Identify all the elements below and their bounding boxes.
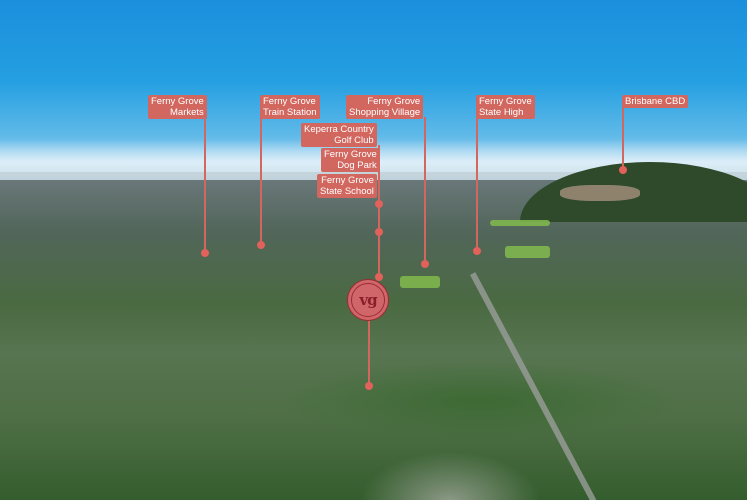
label-brisbane-cbd: Brisbane CBD [622,95,689,108]
pin-dot [257,241,265,249]
label-line: Ferny Grove [321,175,374,186]
sports-field [400,276,440,288]
label-line: Shopping Village [349,107,421,118]
label-line: Ferny Grove [151,96,204,107]
label-ferny-grove-train-station: Ferny Grove Train Station [260,95,320,119]
pin-dot [619,166,627,174]
pin-line [260,117,262,244]
quarry [560,185,640,201]
label-line: Brisbane CBD [625,96,686,107]
label-line: Ferny Grove [324,149,377,160]
pin-line [368,321,370,384]
vg-logo-icon: vg [351,283,385,317]
label-ferny-grove-state-school: Ferny Grove State School [317,174,377,198]
pin-dot [201,249,209,257]
label-line: State High [479,107,524,118]
label-ferny-grove-state-high: Ferny Grove State High [476,95,535,119]
pin-dot [375,273,383,281]
label-ferny-grove-dog-park: Ferny Grove Dog Park [321,148,380,172]
label-line: Golf Club [334,135,374,146]
label-line: Ferny Grove [263,96,316,107]
label-line: Ferny Grove [479,96,532,107]
pin-line [622,106,624,168]
pin-line [476,117,478,251]
pin-line [204,117,206,253]
sports-field [490,220,550,226]
pin-dot [365,382,373,390]
label-line: State School [320,186,374,197]
label-line: Dog Park [337,160,377,171]
label-line: Train Station [263,107,317,118]
pin-dot [473,247,481,255]
label-keperra-country-golf-club: Keperra Country Golf Club [301,123,377,147]
pin-dot [421,260,429,268]
label-line: Markets [170,107,204,118]
pin-line [378,145,380,280]
sports-field [505,246,550,258]
label-ferny-grove-shopping-village: Ferny Grove Shopping Village [346,95,424,119]
pin-dot [375,228,383,236]
label-line: Keperra Country [304,124,374,135]
property-logo-marker: vg [347,279,389,321]
pin-line [424,117,426,263]
suburb-landscape [0,172,747,500]
label-line: Ferny Grove [367,96,421,107]
label-ferny-grove-markets: Ferny Grove Markets [148,95,207,119]
pin-dot [375,200,383,208]
